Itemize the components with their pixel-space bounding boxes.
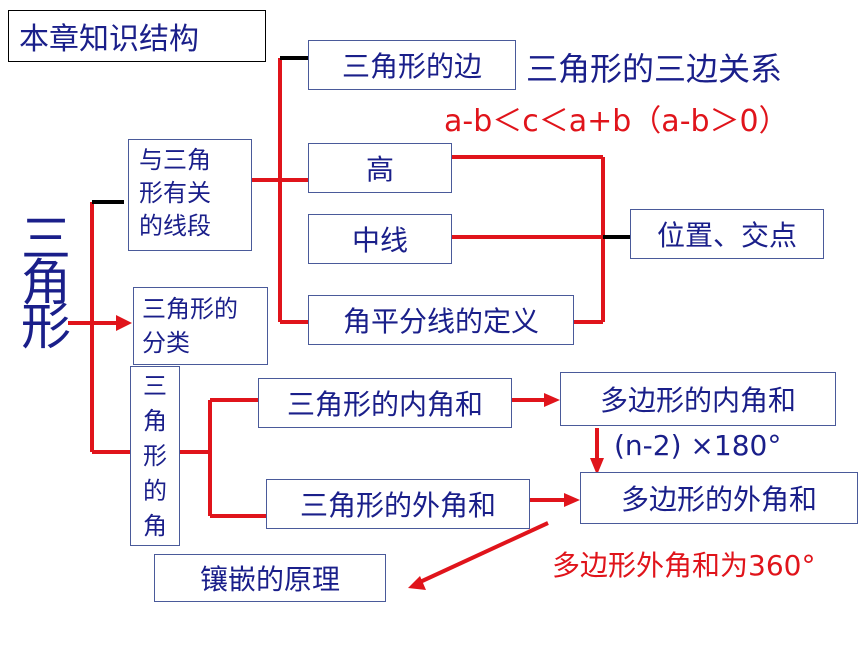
poly-exterior-box: 多边形的外角和 [580, 472, 858, 524]
interior-box: 三角形的内角和 [258, 378, 512, 428]
angles-char-4: 的 [143, 477, 167, 505]
poly-interior-box: 多边形的内角和 [560, 372, 836, 426]
side-label: 三角形的边 [341, 50, 482, 83]
segments-line-3: 的线段 [139, 212, 211, 240]
position-box: 位置、交点 [630, 209, 824, 259]
position-label: 位置、交点 [656, 219, 797, 252]
angles-group-box: 三 角 形 的 角 [130, 366, 180, 546]
interior-formula: (n-2) ×180° [614, 429, 782, 462]
median-box: 中线 [308, 214, 452, 264]
bisector-label: 角平分线的定义 [342, 305, 539, 338]
segments-group-box: 与三角 形有关 的线段 [128, 139, 252, 251]
segments-line-2: 形有关 [139, 179, 211, 207]
classification-line-2: 分类 [142, 329, 190, 357]
root-label: 三角形 [12, 212, 72, 357]
angles-char-1: 三 [143, 372, 167, 400]
angles-char-2: 角 [143, 407, 167, 435]
tessellation-label: 镶嵌的原理 [199, 563, 340, 596]
exterior-note: 多边形外角和为360° [552, 549, 816, 582]
classification-box: 三角形的 分类 [133, 287, 268, 365]
exterior-box: 三角形的外角和 [266, 479, 530, 529]
chapter-title: 本章知识结构 [19, 22, 199, 57]
angles-char-5: 角 [143, 512, 167, 540]
bisector-box: 角平分线的定义 [308, 295, 574, 345]
median-label: 中线 [351, 224, 408, 257]
side-box: 三角形的边 [308, 40, 516, 90]
poly-exterior-label: 多边形的外角和 [620, 483, 817, 516]
chapter-title-box: 本章知识结构 [8, 10, 266, 62]
exterior-label: 三角形的外角和 [299, 489, 496, 522]
root-text: 三角形 [13, 212, 71, 344]
side-relation-title: 三角形的三边关系 [526, 50, 783, 88]
altitude-label: 高 [365, 153, 394, 186]
classification-line-1: 三角形的 [142, 295, 238, 323]
side-relation-formula: a-b＜c＜a+b（a-b＞0） [444, 104, 789, 139]
poly-interior-label: 多边形的内角和 [599, 384, 796, 417]
altitude-box: 高 [308, 143, 452, 193]
segments-line-1: 与三角 [139, 146, 211, 174]
tessellation-box: 镶嵌的原理 [154, 554, 386, 602]
interior-label: 三角形的内角和 [286, 388, 483, 421]
angles-char-3: 形 [143, 442, 167, 470]
